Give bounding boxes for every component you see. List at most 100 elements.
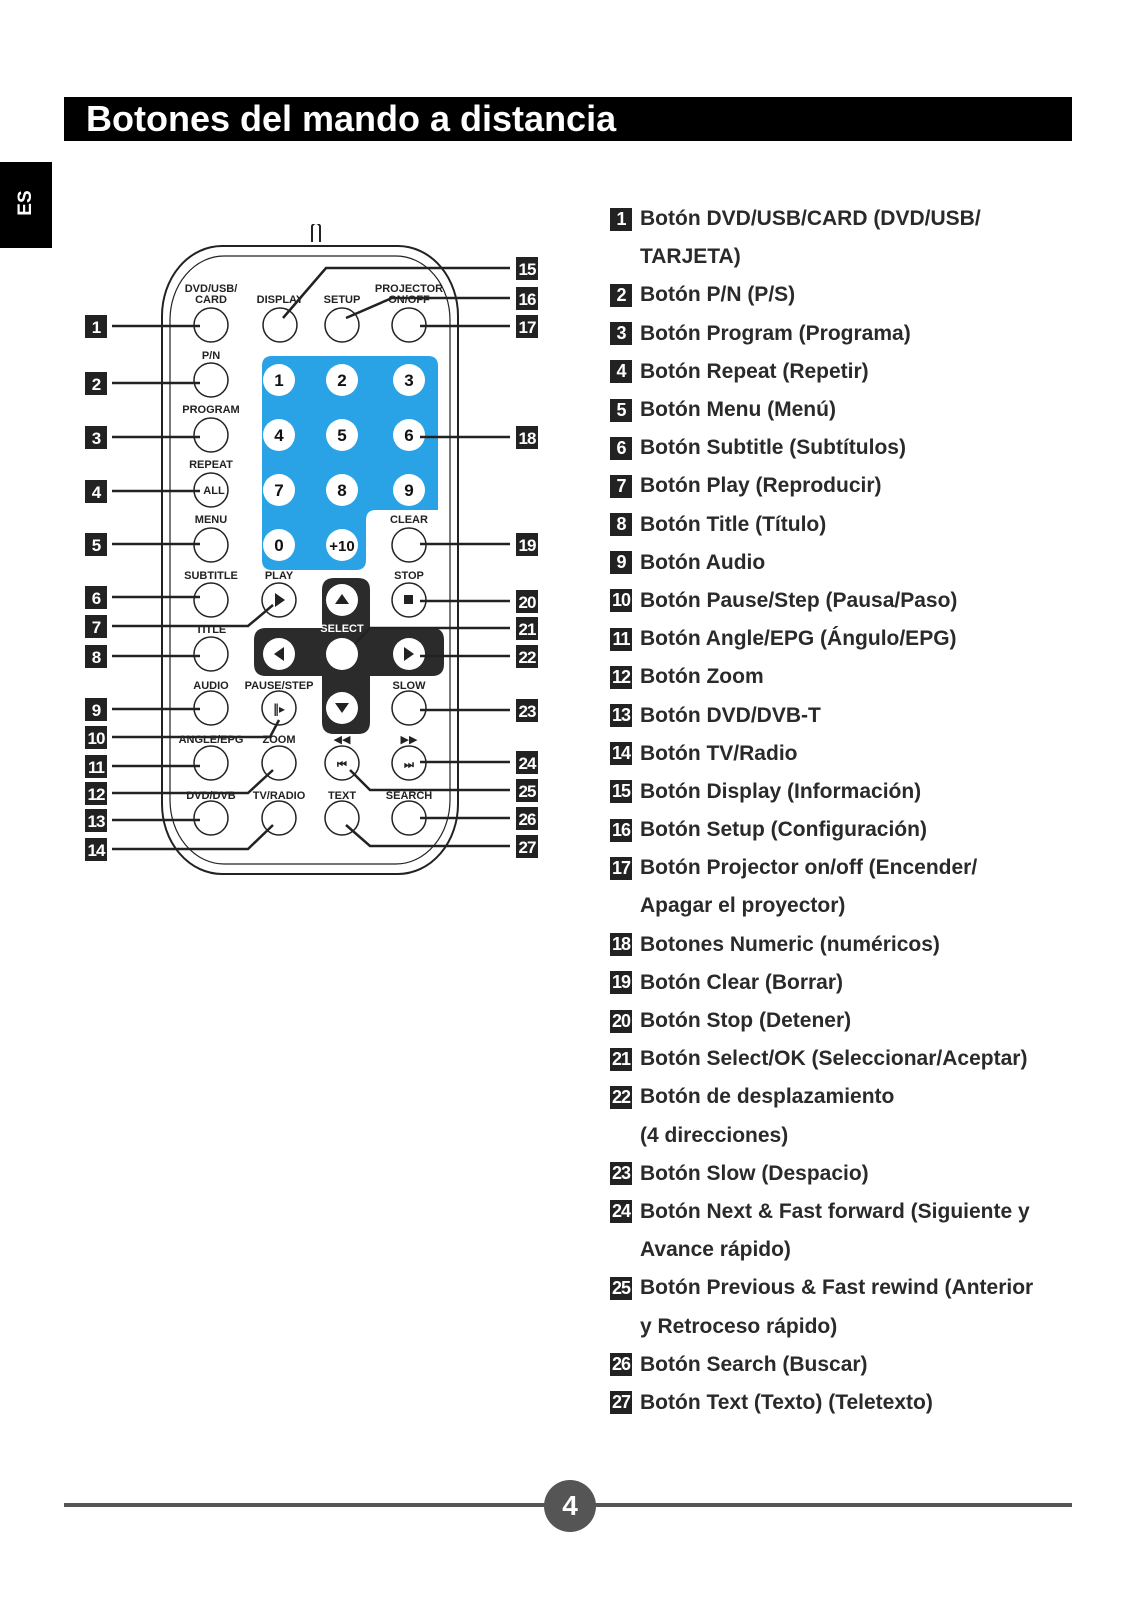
item-text: TARJETA)	[640, 245, 741, 269]
pn-button	[193, 362, 229, 398]
callout-badge	[85, 615, 107, 638]
item-number-badge: 10	[610, 589, 632, 613]
callout-badge	[85, 480, 107, 503]
callout-badge-label: 14	[88, 841, 106, 860]
angle-epg-button	[193, 745, 229, 781]
callout-badge-label: 2	[92, 375, 101, 394]
callout-badge	[85, 838, 107, 861]
numeric-key	[263, 364, 295, 396]
callout-badge	[516, 426, 538, 449]
numeric-key	[263, 529, 295, 561]
callout-badge	[516, 287, 538, 310]
list-item-continuation: Apagar el proyector)	[610, 887, 1090, 925]
list-item-continuation: (4 direcciones)	[610, 1117, 1090, 1155]
projector-label: PROJECTOR	[375, 283, 443, 295]
projector-label: ON/OFF	[388, 294, 430, 306]
pause-step-button	[261, 690, 297, 726]
numeric-key-label: +10	[329, 538, 354, 555]
pn-label: P/N	[202, 350, 220, 362]
item-number-badge: 21	[610, 1047, 632, 1071]
callout-badge	[85, 755, 107, 778]
list-item: 10 Botón Pause/Step (Pausa/Paso)	[610, 582, 1090, 620]
item-number-badge: 18	[610, 933, 632, 957]
callout-badge	[85, 809, 107, 832]
callout-badge-label: 19	[519, 536, 536, 555]
antenna-tab	[311, 224, 321, 242]
callout-badge-label: 4	[92, 483, 102, 502]
item-text: Botón Stop (Detener)	[640, 1009, 852, 1033]
callout-badge	[85, 782, 107, 805]
pause-step-label: PAUSE/STEP	[245, 680, 314, 692]
right-arrow-icon	[404, 647, 414, 661]
item-text: Botón Zoom	[640, 665, 764, 689]
dvd-dvb-button	[193, 800, 229, 836]
callout-badge	[516, 617, 538, 640]
item-text: Botón Display (Información)	[640, 779, 922, 803]
item-text: Botón P/N (P/S)	[640, 283, 796, 307]
numeric-key	[326, 529, 358, 561]
numeric-key-label: 8	[337, 481, 346, 500]
select-ok-button	[326, 638, 358, 670]
item-number-badge: 16	[610, 818, 632, 842]
callout-badge-label: 3	[92, 429, 101, 448]
item-text: Botón Program (Programa)	[640, 321, 911, 345]
callout-badge	[516, 257, 538, 280]
numeric-key	[263, 419, 295, 451]
item-number-badge: 5	[610, 398, 632, 422]
callout-badge-label: 1	[92, 318, 101, 337]
numeric-key-label: 1	[274, 371, 283, 390]
setup-label: SETUP	[324, 294, 361, 306]
item-text: Botón Slow (Despacio)	[640, 1161, 869, 1185]
numeric-key-label: 3	[404, 371, 413, 390]
callout-line	[349, 769, 510, 792]
callout-badge-label: 13	[88, 812, 105, 831]
item-text: Botón Repeat (Repetir)	[640, 359, 869, 383]
callout-line	[112, 604, 274, 628]
numeric-key-label: 4	[274, 426, 284, 445]
callout-badge-label: 12	[88, 785, 105, 804]
callout-badge-label: 21	[519, 620, 536, 639]
item-text: Botón Pause/Step (Pausa/Paso)	[640, 588, 958, 612]
item-number-badge: 9	[610, 551, 632, 575]
play-label: PLAY	[265, 570, 294, 582]
callout-badge	[85, 726, 107, 749]
numeric-key	[393, 474, 425, 506]
setup-button	[324, 307, 360, 343]
list-item-continuation: Avance rápido)	[610, 1231, 1090, 1269]
item-number-badge: 17	[610, 856, 632, 880]
callout-badge-label: 26	[519, 810, 536, 829]
callout-badge-label: 6	[92, 589, 101, 608]
callout-badge	[85, 315, 107, 338]
title-button	[193, 636, 229, 672]
callout-badge-label: 8	[92, 648, 101, 667]
item-text: Botones Numeric (numéricos)	[640, 932, 940, 956]
callout-badge	[516, 645, 538, 668]
callout-badge-label: 22	[519, 648, 536, 667]
callout-badge-label: 9	[92, 701, 101, 720]
item-text: Botón Text (Texto) (Teletexto)	[640, 1390, 933, 1414]
item-text: Botón Menu (Menú)	[640, 398, 836, 422]
item-text: Botón Angle/EPG (Ángulo/EPG)	[640, 627, 957, 651]
list-item-continuation: TARJETA)	[610, 238, 1090, 276]
item-text: Apagar el proyector)	[640, 894, 846, 918]
callout-badge-label: 17	[519, 318, 536, 337]
callout-badge	[85, 645, 107, 668]
program-button	[193, 417, 229, 453]
callout-badge-label: 7	[92, 618, 101, 637]
item-number-badge: 14	[610, 742, 632, 766]
numeric-key	[326, 364, 358, 396]
callout-badge-label: 20	[519, 593, 536, 612]
